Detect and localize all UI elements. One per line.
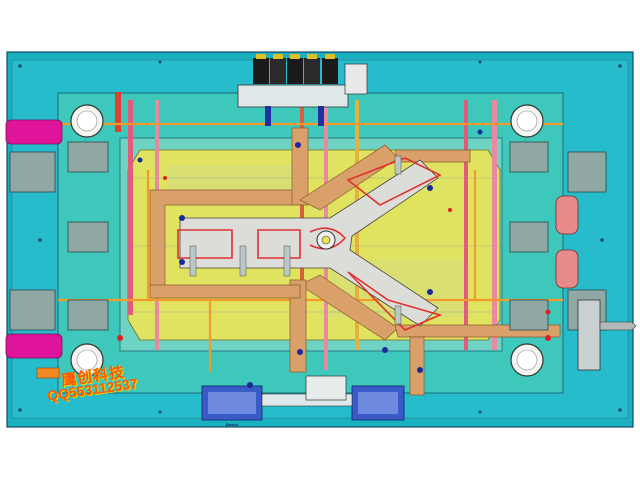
cylinder-tag: Bosch (226, 422, 239, 427)
bolts (137, 129, 483, 388)
runner-system (149, 127, 561, 396)
hot-runner-manifold (179, 159, 439, 327)
ejector-markers (117, 176, 551, 341)
cooling-lines (58, 122, 563, 372)
solenoid-valve-manifold (237, 54, 368, 126)
nozzle-drops (189, 155, 402, 325)
bottom-cylinders (201, 375, 405, 421)
hydraulic-hoses (5, 119, 63, 359)
side-blocks (9, 141, 607, 331)
mounting-holes (18, 60, 622, 414)
side-cylinders (555, 195, 637, 371)
heater-wires (177, 157, 443, 331)
inlet-block (36, 367, 60, 379)
guide-pins (70, 104, 544, 377)
